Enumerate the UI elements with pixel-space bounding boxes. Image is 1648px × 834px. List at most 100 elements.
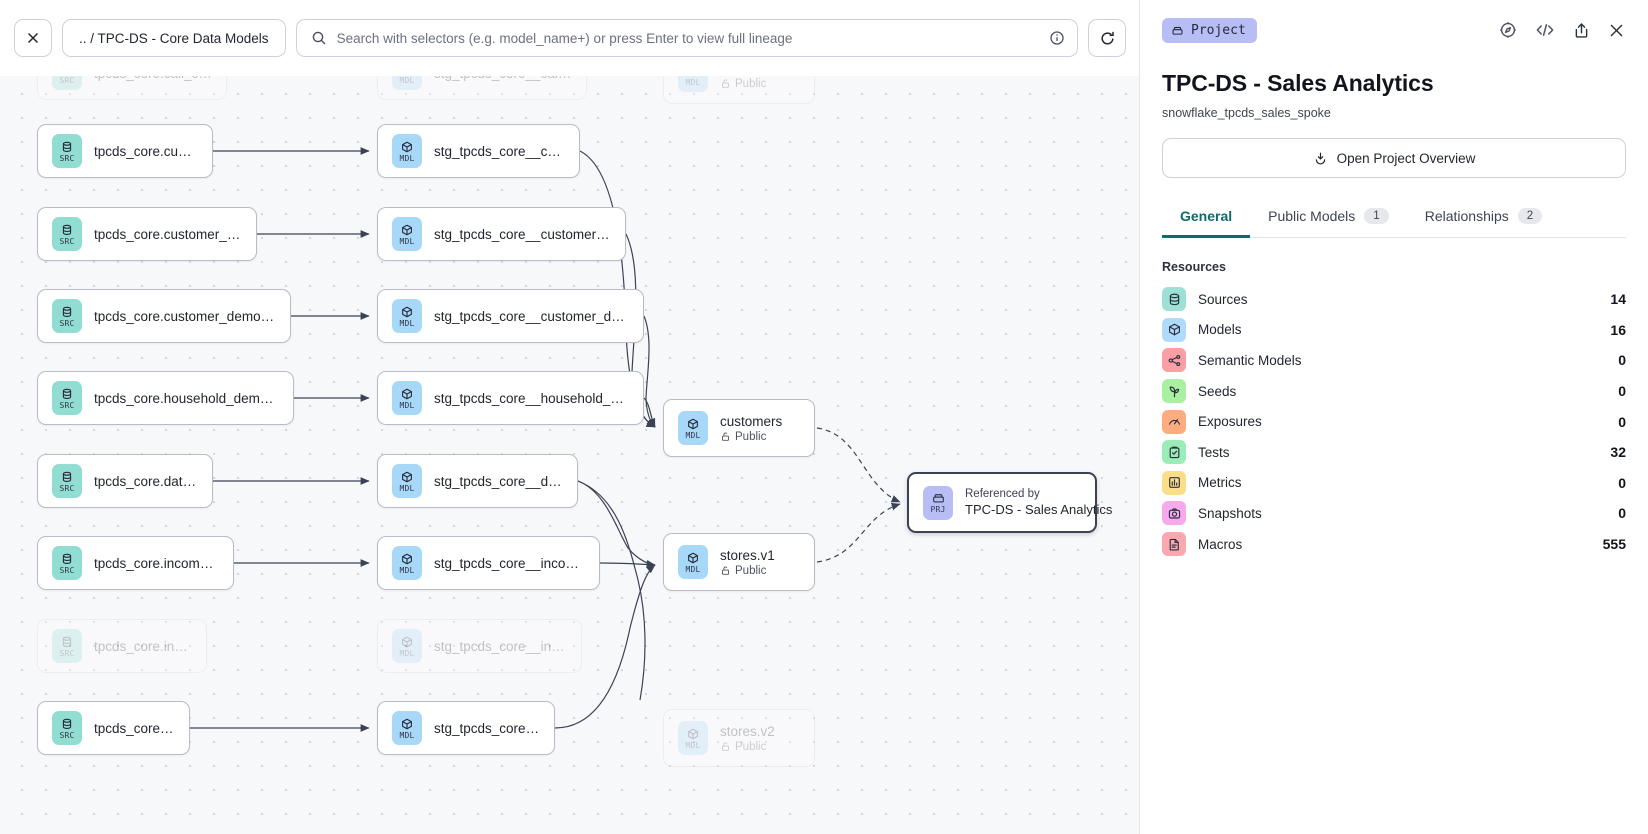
details-panel: Project bbox=[1140, 0, 1648, 834]
src-badge-icon: SRC bbox=[52, 134, 82, 168]
mdl-badge-label: MDL bbox=[399, 318, 415, 328]
resource-count: 0 bbox=[1618, 383, 1626, 400]
mdl-badge-icon: MDL bbox=[392, 629, 422, 663]
graph-node-title: stg_tpcds_core__customer bbox=[434, 143, 565, 159]
graph-node-title: stores.v1 bbox=[720, 547, 775, 563]
resource-label: Macros bbox=[1198, 536, 1243, 552]
breadcrumb[interactable]: .. / TPC-DS - Core Data Models bbox=[62, 19, 286, 57]
refresh-button[interactable] bbox=[1088, 19, 1126, 57]
resource-label: Tests bbox=[1198, 444, 1230, 460]
referenced-by-node[interactable]: PRJ Referenced by TPC-DS - Sales Analyti… bbox=[907, 472, 1113, 533]
lineage-canvas[interactable]: SRCtpcds_core.call_centerMDLstg_tpcds_co… bbox=[0, 0, 1140, 834]
graph-node-title: customers bbox=[720, 413, 783, 429]
search-box[interactable] bbox=[295, 19, 1078, 57]
mdl-badge-label: MDL bbox=[399, 730, 415, 740]
graph-node-mdl-store[interactable]: MDL stg_tpcds_core__store bbox=[377, 701, 555, 755]
graph-node-title: stores.v2 bbox=[720, 723, 775, 739]
resource-count: 14 bbox=[1610, 291, 1626, 308]
graph-node-access: Public bbox=[720, 565, 775, 577]
close-lineage-button[interactable] bbox=[14, 19, 52, 57]
graph-icon bbox=[1162, 348, 1186, 373]
mdl-badge-icon: MDL bbox=[392, 711, 422, 745]
search-input[interactable] bbox=[336, 30, 1039, 46]
graph-node-mdl-customer-demographics[interactable]: MDLstg_tpcds_core__customer_demogra… bbox=[377, 289, 644, 343]
tab-label: Public Models bbox=[1268, 208, 1356, 224]
gauge-icon bbox=[1162, 409, 1186, 434]
graph-node-title: tpcds_core.store bbox=[94, 720, 175, 736]
code-icon[interactable] bbox=[1534, 21, 1556, 39]
mdl-badge-icon: MDL bbox=[678, 411, 708, 445]
resource-count: 0 bbox=[1618, 505, 1626, 522]
graph-node-title: tpcds_core.date_dim bbox=[94, 473, 198, 489]
src-badge-label: SRC bbox=[59, 153, 75, 163]
clipboard-icon bbox=[1162, 440, 1186, 465]
tab-public-models[interactable]: Public Models 1 bbox=[1250, 200, 1407, 238]
panel-header: Project bbox=[1162, 0, 1626, 56]
search-icon bbox=[312, 31, 326, 45]
resource-row-macros[interactable]: Macros 555 bbox=[1162, 529, 1626, 560]
tab-label: Relationships bbox=[1424, 208, 1509, 224]
mdl-badge-icon: MDL bbox=[678, 721, 708, 755]
compass-icon[interactable] bbox=[1498, 20, 1518, 40]
open-project-overview-button[interactable]: Open Project Overview bbox=[1162, 138, 1626, 178]
src-badge-label: SRC bbox=[59, 483, 75, 493]
lineage-toolbar: .. / TPC-DS - Core Data Models bbox=[0, 0, 1139, 76]
project-chip: Project bbox=[1162, 17, 1257, 43]
graph-node-mdl-household-demographics[interactable]: MDLstg_tpcds_core__household_demogr… bbox=[377, 371, 644, 425]
graph-node-title: tpcds_core.income_band bbox=[94, 555, 219, 571]
graph-node-src-date-dim[interactable]: SRC tpcds_core.date_dim bbox=[37, 454, 213, 508]
mdl-badge-label: MDL bbox=[399, 483, 415, 493]
resource-label: Sources bbox=[1198, 291, 1248, 307]
tab-count-badge: 1 bbox=[1364, 208, 1389, 224]
share-icon[interactable] bbox=[1572, 21, 1591, 40]
src-badge-label: SRC bbox=[59, 565, 75, 575]
graph-node-title: tpcds_core.customer_address bbox=[94, 226, 242, 242]
project-identifier: snowflake_tpcds_sales_spoke bbox=[1162, 106, 1331, 120]
graph-node-title: stg_tpcds_core__household_demogr… bbox=[434, 390, 629, 406]
graph-node-title: stg_tpcds_core__customer_address bbox=[434, 226, 611, 242]
resource-row-sources[interactable]: Sources 14 bbox=[1162, 284, 1626, 315]
graph-node-title: stg_tpcds_core__store bbox=[434, 720, 540, 736]
src-badge-label: SRC bbox=[59, 75, 75, 85]
resource-count: 0 bbox=[1618, 413, 1626, 430]
graph-node-src-income-band[interactable]: SRC tpcds_core.income_band bbox=[37, 536, 234, 590]
close-icon[interactable] bbox=[1607, 21, 1626, 40]
src-badge-label: SRC bbox=[59, 318, 75, 328]
close-icon bbox=[27, 32, 39, 44]
resource-count: 555 bbox=[1602, 536, 1626, 553]
mdl-badge-label: MDL bbox=[685, 740, 701, 750]
project-chip-label: Project bbox=[1191, 22, 1246, 38]
graph-node-title: tpcds_core.inventory bbox=[94, 638, 192, 654]
mdl-badge-icon: MDL bbox=[392, 546, 422, 580]
tab-label: General bbox=[1180, 208, 1233, 224]
refresh-icon bbox=[1100, 31, 1114, 44]
resource-count: 0 bbox=[1618, 474, 1626, 491]
info-icon[interactable] bbox=[1049, 30, 1065, 46]
tab-general[interactable]: General bbox=[1162, 200, 1251, 238]
referenced-by-name: TPC-DS - Sales Analytics bbox=[965, 502, 1113, 517]
mdl-badge-label: MDL bbox=[685, 430, 701, 440]
